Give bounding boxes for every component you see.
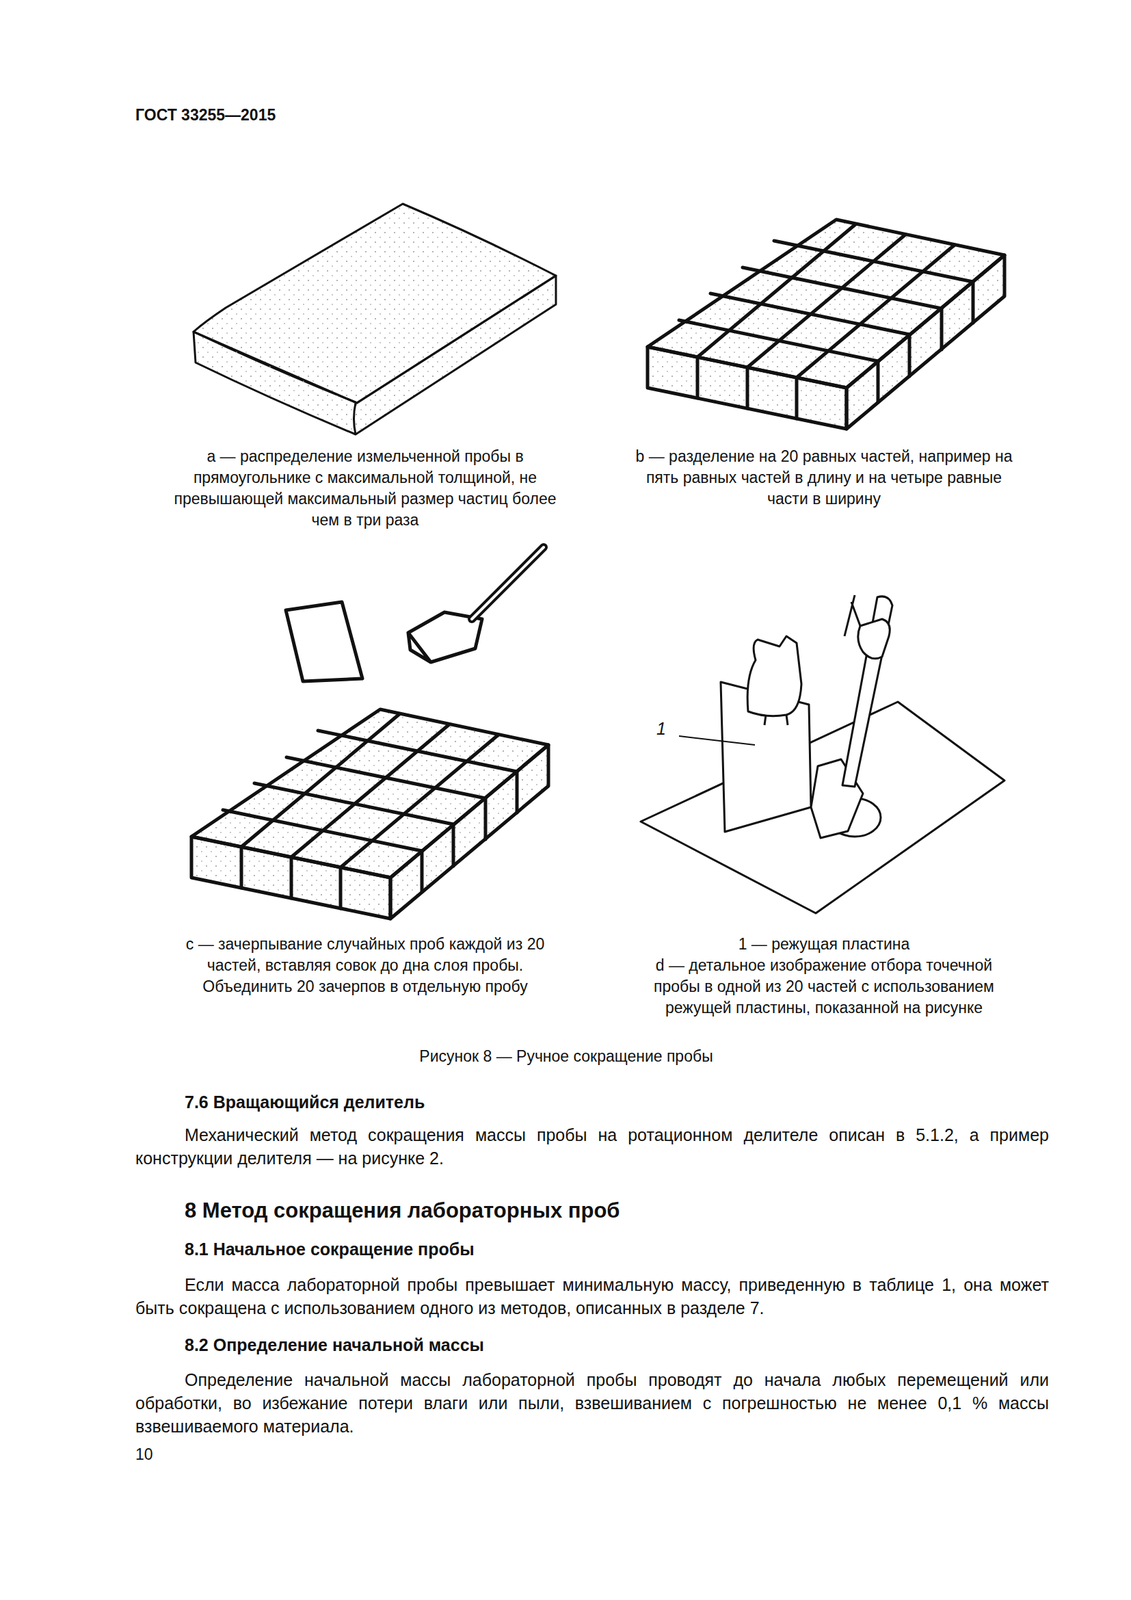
callout-number: 1 [656, 717, 680, 739]
section-heading: 8.1 Начальное сокращение пробы [184, 1236, 1006, 1261]
subfigure-caption: c — зачерпывание случайных проб каждой и… [163, 933, 567, 997]
callout-legend: 1 — режущая пластина [632, 933, 1016, 955]
section-heading: 7.6 Вращающийся делитель [184, 1089, 1006, 1114]
section-heading: 8.2 Определение начальной массы [184, 1332, 1006, 1356]
sample-layer-figure [193, 203, 556, 435]
document-header: ГОСТ 33255—2015 [135, 103, 546, 126]
page-number: 10 [135, 1442, 204, 1465]
body-paragraph: Определение начальной массы лабораторной… [135, 1367, 1049, 1438]
sampling-figure [191, 547, 549, 919]
body-paragraph: Механический метод сокращения массы проб… [135, 1122, 1049, 1170]
subfigure-caption: a — распределение измельченной пробы в п… [160, 445, 571, 531]
subfigure-caption: b — разделение на 20 равных частей, напр… [632, 445, 1016, 510]
figure-caption: Рисунок 8 — Ручное сокращение пробы [258, 1044, 874, 1067]
subfigure-caption: d — детальное изображение отбора точечно… [632, 954, 1016, 1019]
body-paragraph: Если масса лабораторной пробы превышает … [135, 1272, 1049, 1320]
chapter-heading: 8 Метод сокращения лабораторных проб [184, 1196, 1006, 1224]
divided-layer-figure [647, 219, 1005, 429]
point-sampling-figure [640, 594, 1005, 913]
